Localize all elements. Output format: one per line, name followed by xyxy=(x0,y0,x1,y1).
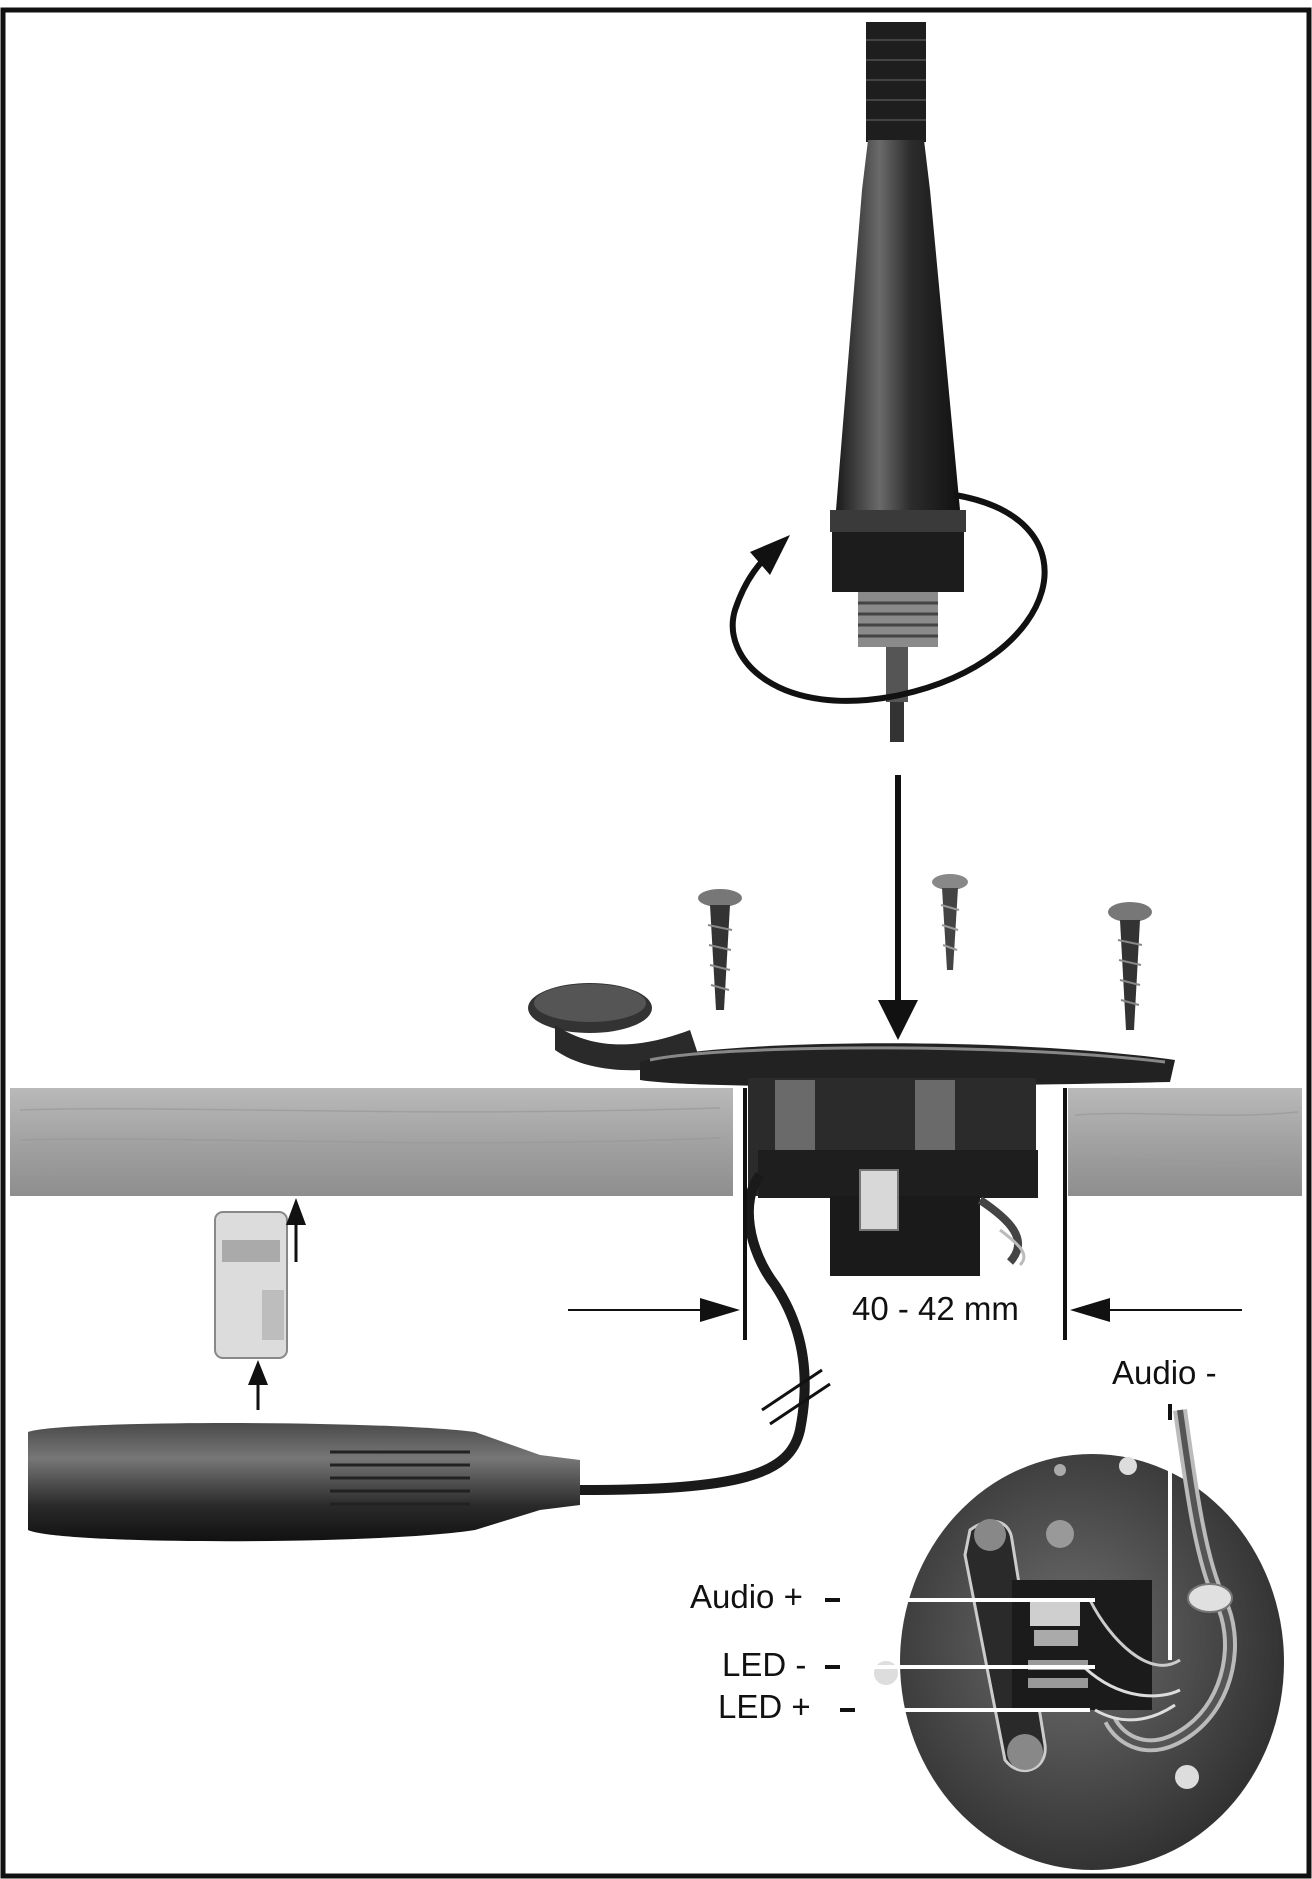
cable xyxy=(579,1171,810,1495)
callout-lines xyxy=(835,1418,1172,1712)
wiring-detail-plate xyxy=(874,1409,1284,1870)
rotate-arrow-icon xyxy=(729,492,1048,704)
frame-border xyxy=(0,7,1312,1879)
cable-break-mark xyxy=(761,1368,831,1426)
flange-mount xyxy=(528,983,1175,1198)
screw-icon xyxy=(698,889,742,1010)
up-arrow-icon xyxy=(286,1198,306,1262)
screw-icon xyxy=(1108,902,1152,1030)
down-arrow-icon xyxy=(878,775,918,1040)
led-clip xyxy=(214,1211,288,1359)
wooden-board xyxy=(10,1088,1302,1196)
callout-ticks xyxy=(825,1404,1172,1712)
audio-plus-label: Audio + xyxy=(690,1578,803,1615)
connector-block xyxy=(830,1169,1026,1276)
screw-icon xyxy=(932,874,968,970)
led-plus-label: LED + xyxy=(718,1688,811,1725)
gooseneck-microphone xyxy=(830,22,966,742)
dimension-marker xyxy=(568,1088,1242,1340)
dimension-label: 40 - 42 mm xyxy=(852,1290,1019,1327)
xlr-connector xyxy=(28,1423,580,1542)
audio-minus-label: Audio - xyxy=(1112,1354,1217,1391)
led-minus-label: LED - xyxy=(722,1646,807,1683)
up-arrow-icon xyxy=(248,1360,268,1410)
